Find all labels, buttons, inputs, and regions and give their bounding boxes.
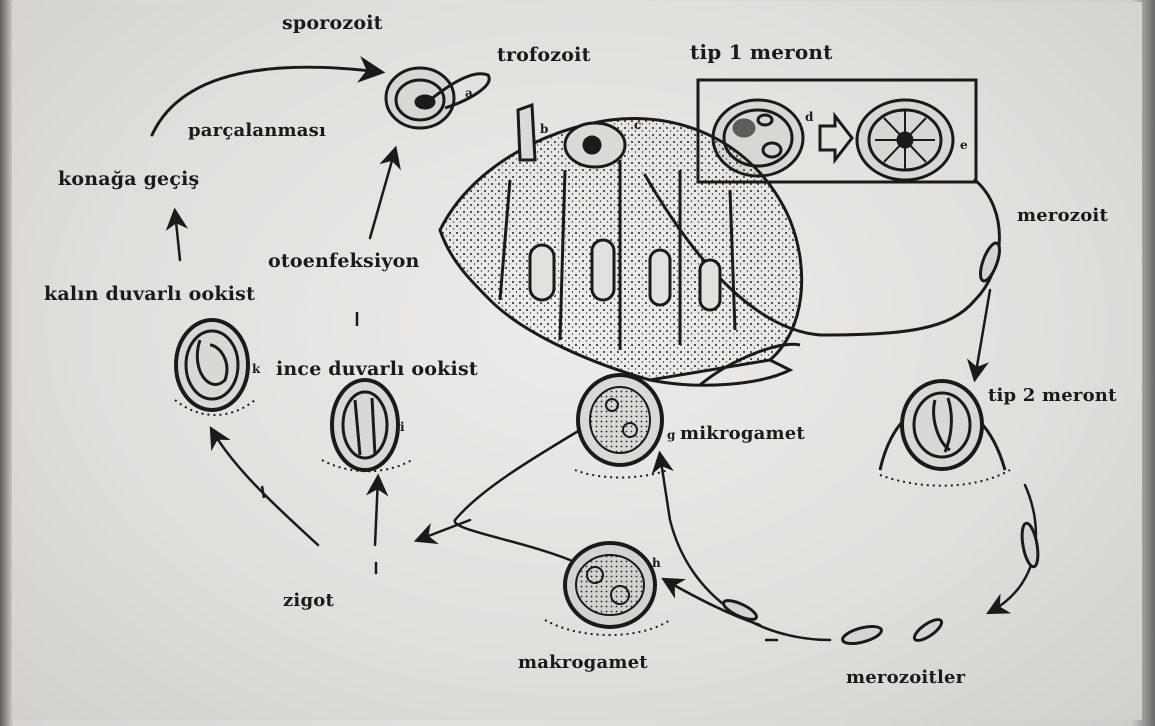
label-trofozoit: trofozoit (497, 44, 591, 66)
label-parcalanmasi: parçalanması (188, 120, 326, 141)
label-mikrogamet: mikrogamet (680, 423, 805, 444)
arrow-gametes-to-zigot (455, 430, 580, 560)
stage-letter-d: d (805, 110, 813, 124)
tip1-meront-cell-b (857, 100, 953, 180)
stage-letter-a: a (465, 86, 473, 100)
thin-wall-oocyst-drawing (322, 380, 412, 471)
stage-letter-h: h (652, 556, 661, 570)
arrow-up-konaga-gecis (175, 212, 180, 260)
arrow-otoenfeksiyon (370, 150, 395, 238)
label-ince-duvarli-ookist: ince duvarlı ookist (276, 358, 478, 380)
stage-letter-g: g (667, 428, 675, 442)
stage-letter-c: c (634, 118, 641, 132)
sporozoit-drawing (386, 68, 489, 128)
label-merozoit: merozoit (1017, 205, 1108, 226)
hollow-arrow-icon (820, 116, 852, 160)
stage-letter-i: i (400, 420, 405, 434)
label-tip2-meront: tip 2 meront (988, 385, 1117, 406)
stage-letter-e: e (960, 138, 968, 152)
arrow-zigot-to-thick-oocyst (212, 430, 318, 545)
stage-letter-k: k (252, 362, 260, 376)
label-kalin-duvarli-ookist: kalın duvarlı ookist (44, 283, 255, 305)
stage-letter-b: b (540, 122, 548, 136)
label-otoenfeksiyon: otoenfeksiyon (268, 250, 420, 272)
mikrogamet-drawing (575, 375, 668, 478)
label-sporozoit: sporozoit (282, 12, 383, 34)
label-tip1-meront: tip 1 meront (690, 40, 833, 64)
label-merozoitler: merozoitler (846, 667, 965, 688)
arrow-zigot-to-thin-oocyst (375, 478, 378, 545)
thick-wall-oocyst-drawing (175, 320, 255, 415)
label-zigot: zigot (283, 590, 334, 611)
label-konaga-gecis: konağa geçiş (58, 168, 199, 190)
label-makrogamet: makrogamet (518, 652, 648, 673)
